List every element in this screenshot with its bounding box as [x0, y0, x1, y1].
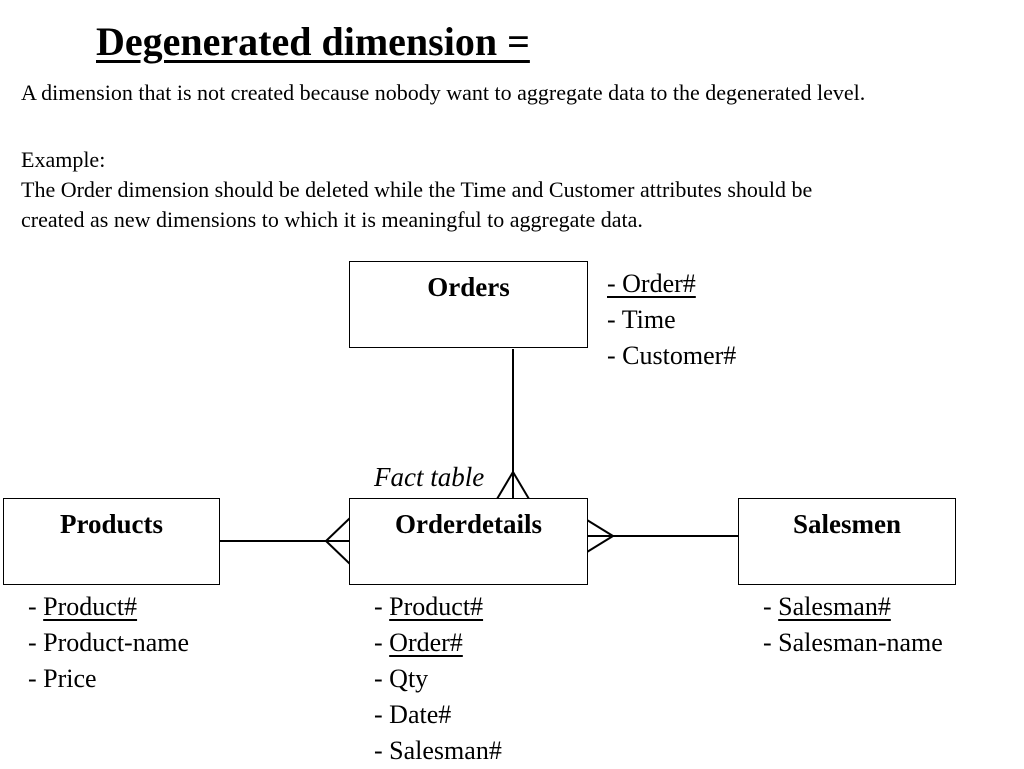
attribute-name: Qty: [389, 664, 429, 693]
attribute-name: Time: [621, 305, 676, 334]
definition-text: A dimension that is not created because …: [21, 80, 866, 105]
entity-orders-name: Orders: [427, 272, 510, 302]
entity-salesmen-name: Salesmen: [793, 509, 901, 539]
crowfoot-products-bottom: [325, 540, 351, 565]
page-title: Degenerated dimension =: [96, 19, 530, 64]
attribute-item: - Product#: [28, 589, 189, 625]
salesmen-attributes: - Salesman# - Salesman-name: [763, 589, 943, 661]
attribute-prefix: -: [374, 736, 390, 765]
attribute-prefix: -: [374, 592, 390, 621]
products-attributes: - Product# - Product-name - Price: [28, 589, 189, 697]
attribute-item: - Salesman-name: [763, 625, 943, 661]
attribute-name: Date#: [389, 700, 452, 729]
entity-orderdetails: Orderdetails: [349, 498, 588, 585]
example-heading: Example:: [21, 147, 106, 172]
attribute-key: Order#: [389, 628, 463, 657]
attribute-key: Product#: [43, 592, 138, 621]
orders-attributes: - Order# - Time - Customer#: [607, 266, 736, 374]
attribute-name: Product-name: [43, 628, 190, 657]
attribute-name: Salesman-name: [778, 628, 943, 657]
attribute-prefix: -: [607, 305, 622, 334]
example-block: Example: The Order dimension should be d…: [21, 145, 812, 235]
crowfoot-salesmen-bottom: [586, 535, 614, 553]
attribute-item: - Time: [607, 302, 736, 338]
attribute-prefix: -: [763, 592, 779, 621]
entity-orderdetails-name: Orderdetails: [395, 509, 542, 539]
attribute-item: - Date#: [374, 697, 502, 733]
attribute-key: Salesman#: [778, 592, 891, 621]
attribute-item: - Price: [28, 661, 189, 697]
attribute-prefix: -: [374, 700, 390, 729]
attribute-item: - Salesman#: [374, 733, 502, 769]
entity-orders: Orders: [349, 261, 588, 348]
attribute-item: - Product#: [374, 589, 502, 625]
crowfoot-products-top: [325, 517, 351, 542]
orderdetails-attributes: - Product# - Order# - Qty - Date# - Sale…: [374, 589, 502, 769]
attribute-prefix: -: [374, 664, 390, 693]
attribute-item: - Order#: [374, 625, 502, 661]
attribute-key: - Order#: [607, 269, 696, 298]
attribute-name: Price: [43, 664, 97, 693]
crowfoot-orders-right: [512, 471, 530, 500]
attribute-prefix: -: [28, 592, 44, 621]
entity-products-name: Products: [59, 509, 163, 539]
attribute-key: Product#: [389, 592, 484, 621]
attribute-name: Customer#: [622, 341, 737, 370]
entity-products: Products: [3, 498, 220, 585]
example-line-2: created as new dimensions to which it is…: [21, 207, 643, 232]
attribute-item: - Salesman#: [763, 589, 943, 625]
attribute-prefix: -: [28, 664, 44, 693]
attribute-prefix: -: [374, 628, 390, 657]
attribute-item: - Product-name: [28, 625, 189, 661]
attribute-prefix: -: [763, 628, 779, 657]
example-line-1: The Order dimension should be deleted wh…: [21, 177, 813, 202]
fact-table-label: Fact table: [374, 462, 485, 492]
attribute-item: - Order#: [607, 266, 736, 302]
attribute-name: Salesman#: [389, 736, 502, 765]
attribute-item: - Qty: [374, 661, 502, 697]
crowfoot-salesmen-top: [586, 519, 614, 537]
attribute-prefix: -: [607, 341, 623, 370]
attribute-prefix: -: [28, 628, 44, 657]
attribute-item: - Customer#: [607, 338, 736, 374]
entity-salesmen: Salesmen: [738, 498, 956, 585]
crowfoot-orders-left: [496, 471, 514, 500]
